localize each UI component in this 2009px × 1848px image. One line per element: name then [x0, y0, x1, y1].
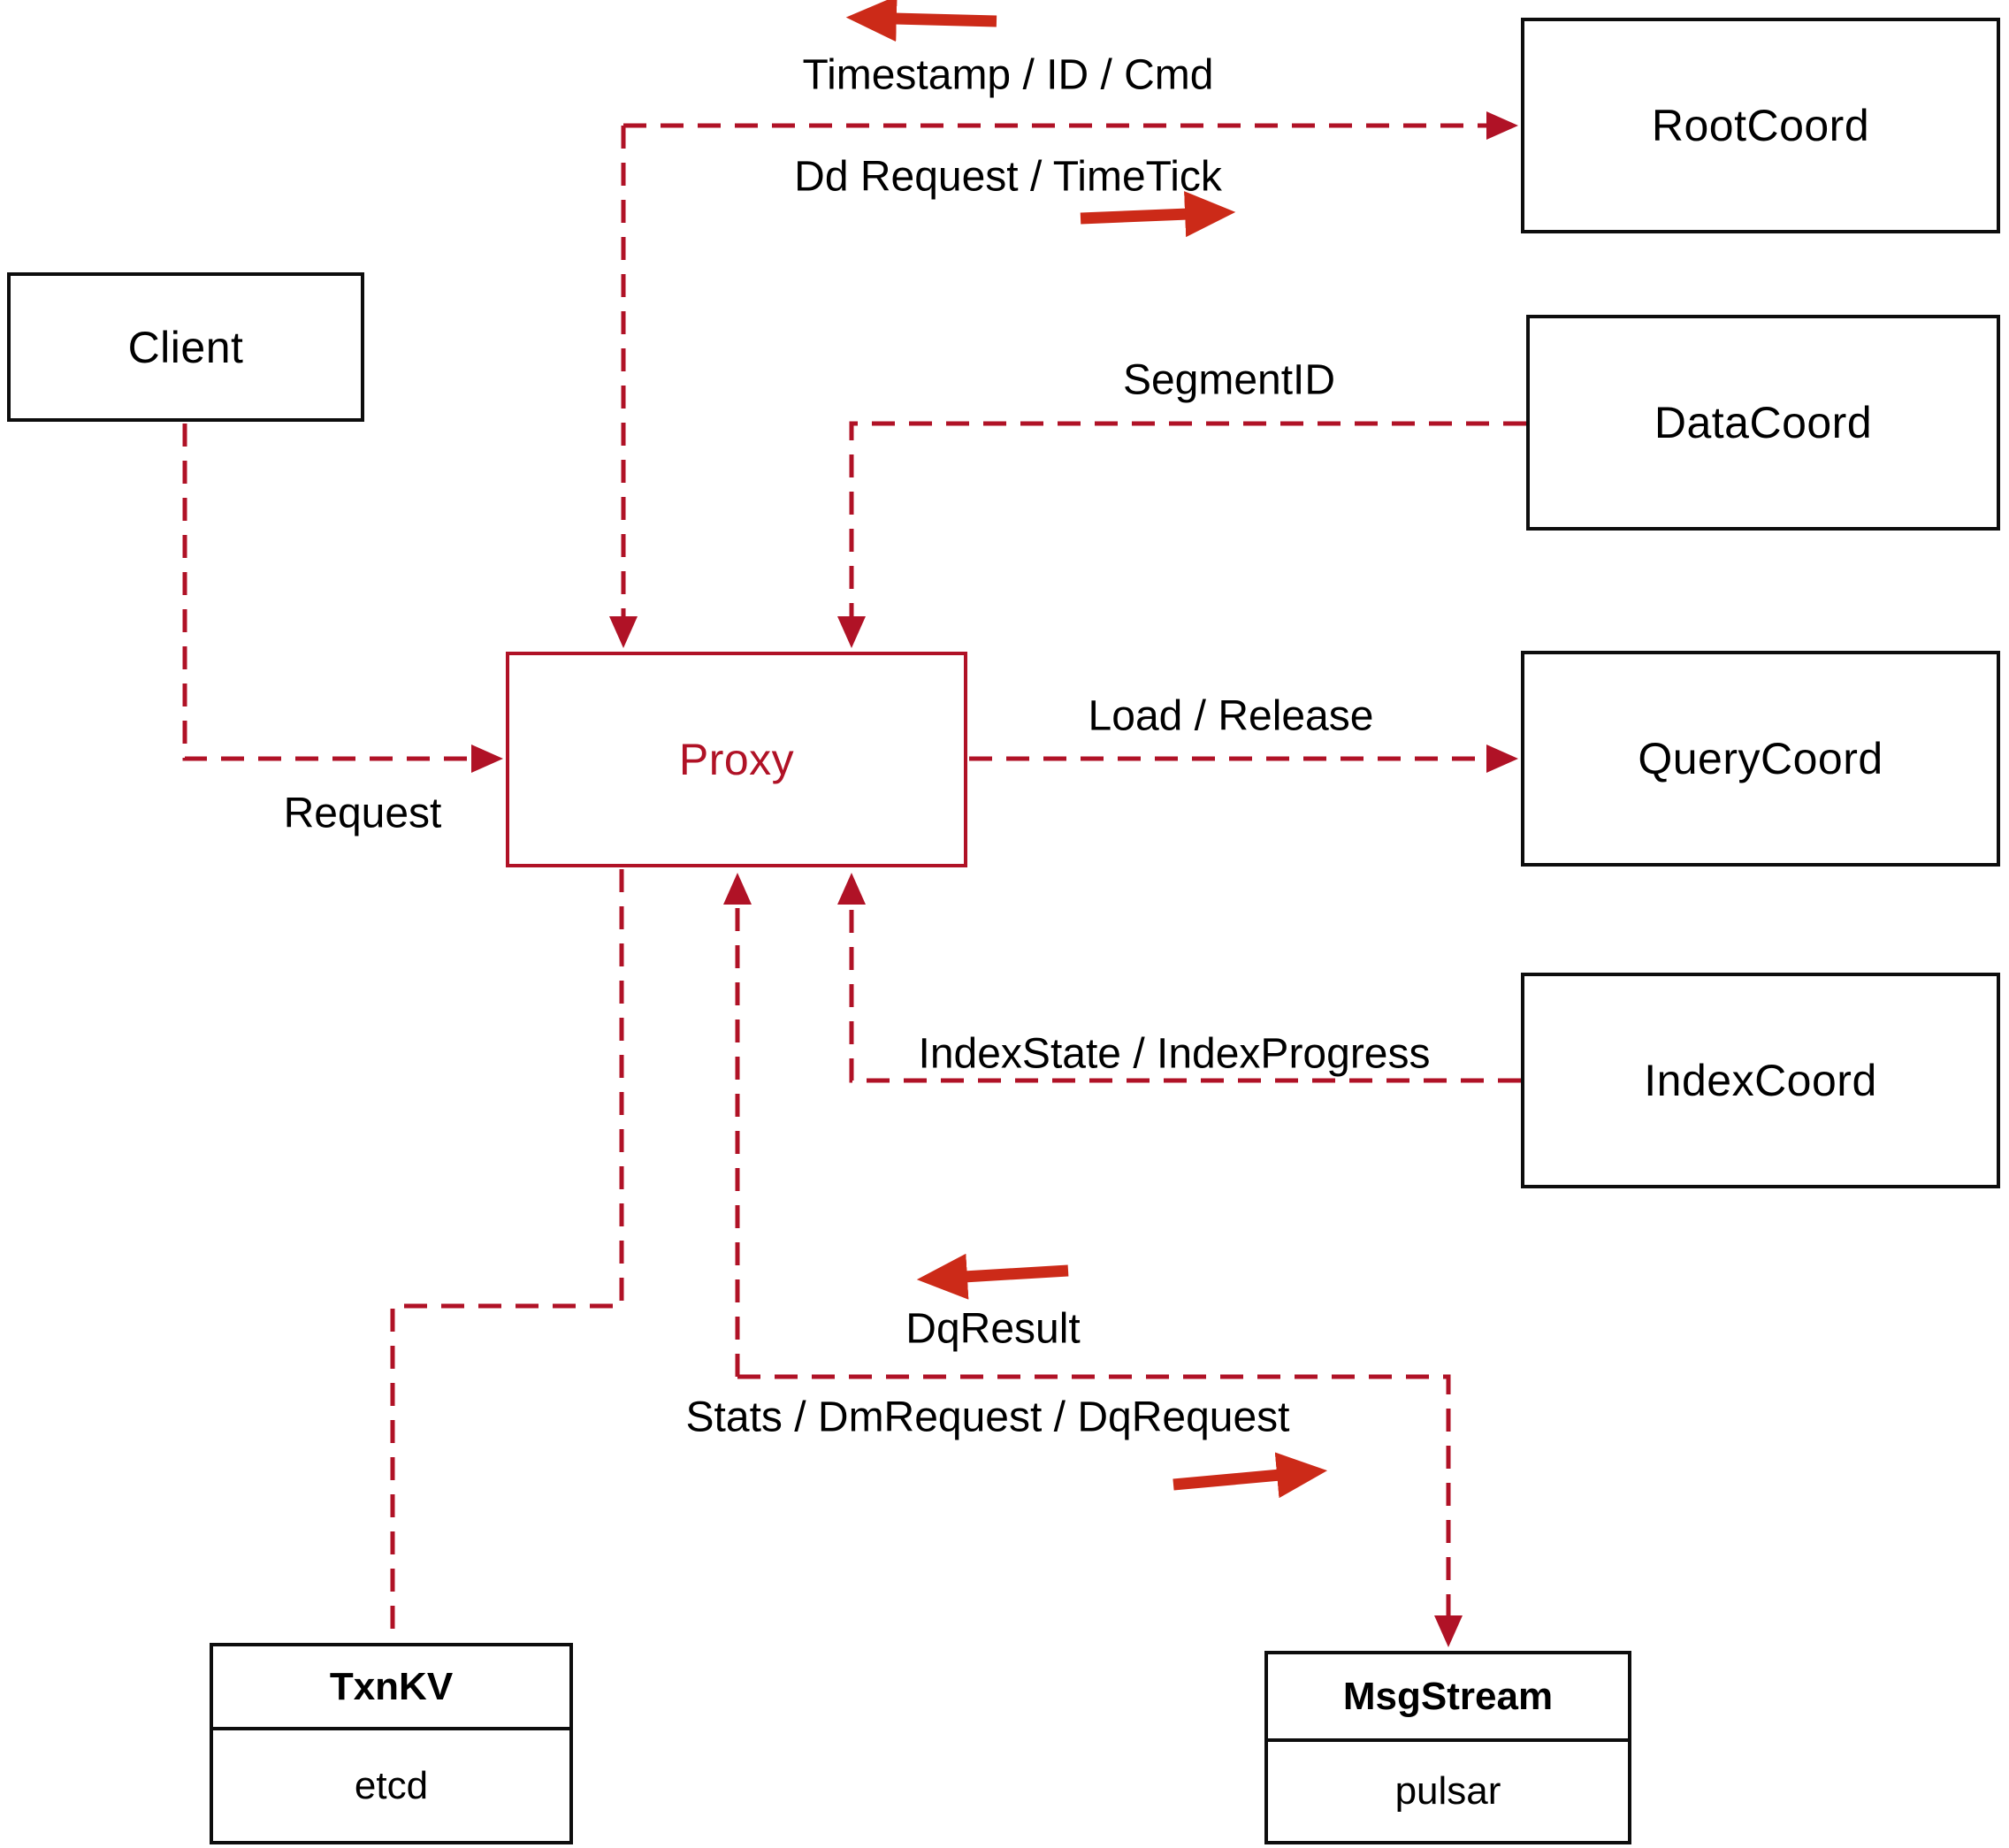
edge-proxy-txnkv	[390, 869, 624, 1641]
rootcoord-label: RootCoord	[1651, 101, 1870, 150]
querycoord-label: QueryCoord	[1638, 734, 1883, 783]
edge-label-dd-request-timetick: Dd Request / TimeTick	[794, 153, 1222, 201]
direction-arrow-right-ddrequest	[1080, 191, 1236, 238]
node-rootcoord: RootCoord	[1521, 18, 2000, 233]
edge-label-segmentid: SegmentID	[1122, 356, 1336, 404]
node-querycoord: QueryCoord	[1521, 651, 2000, 867]
edge-label-request: Request	[283, 790, 442, 837]
txnkv-impl: etcd	[354, 1763, 429, 1807]
node-proxy: Proxy	[506, 652, 967, 867]
edge-label-timestamp-id-cmd: Timestamp / ID / Cmd	[802, 51, 1214, 99]
proxy-label: Proxy	[678, 735, 795, 784]
datacoord-label: DataCoord	[1654, 398, 1873, 447]
edge-proxy-msgstream	[737, 1374, 1463, 1647]
node-indexcoord: IndexCoord	[1521, 973, 2000, 1188]
txnkv-title: TxnKV	[213, 1646, 569, 1730]
edge-label-load-release: Load / Release	[1088, 692, 1374, 740]
msgstream-impl: pulsar	[1394, 1769, 1501, 1813]
node-msgstream: MsgStream pulsar	[1264, 1651, 1631, 1844]
edge-label-dqresult: DqResult	[905, 1305, 1081, 1353]
edge-client-proxy	[182, 424, 503, 773]
node-datacoord: DataCoord	[1526, 315, 2000, 531]
edge-datacoord-proxy	[837, 421, 1526, 648]
msgstream-title: MsgStream	[1268, 1654, 1628, 1742]
client-label: Client	[127, 322, 244, 372]
edge-indexcoord-proxy	[836, 873, 1521, 1083]
direction-arrow-left-timestamp	[845, 0, 997, 42]
direction-arrow-left-dqresult	[916, 1253, 1069, 1300]
node-client: Client	[7, 272, 364, 422]
edge-label-stats-dmrequest-dqrequest: Stats / DmRequest / DqRequest	[685, 1394, 1290, 1441]
node-txnkv: TxnKV etcd	[210, 1643, 573, 1844]
direction-arrow-right-stats	[1173, 1452, 1328, 1499]
indexcoord-label: IndexCoord	[1644, 1056, 1877, 1105]
edge-label-indexstate-indexprogress: IndexState / IndexProgress	[918, 1030, 1431, 1078]
